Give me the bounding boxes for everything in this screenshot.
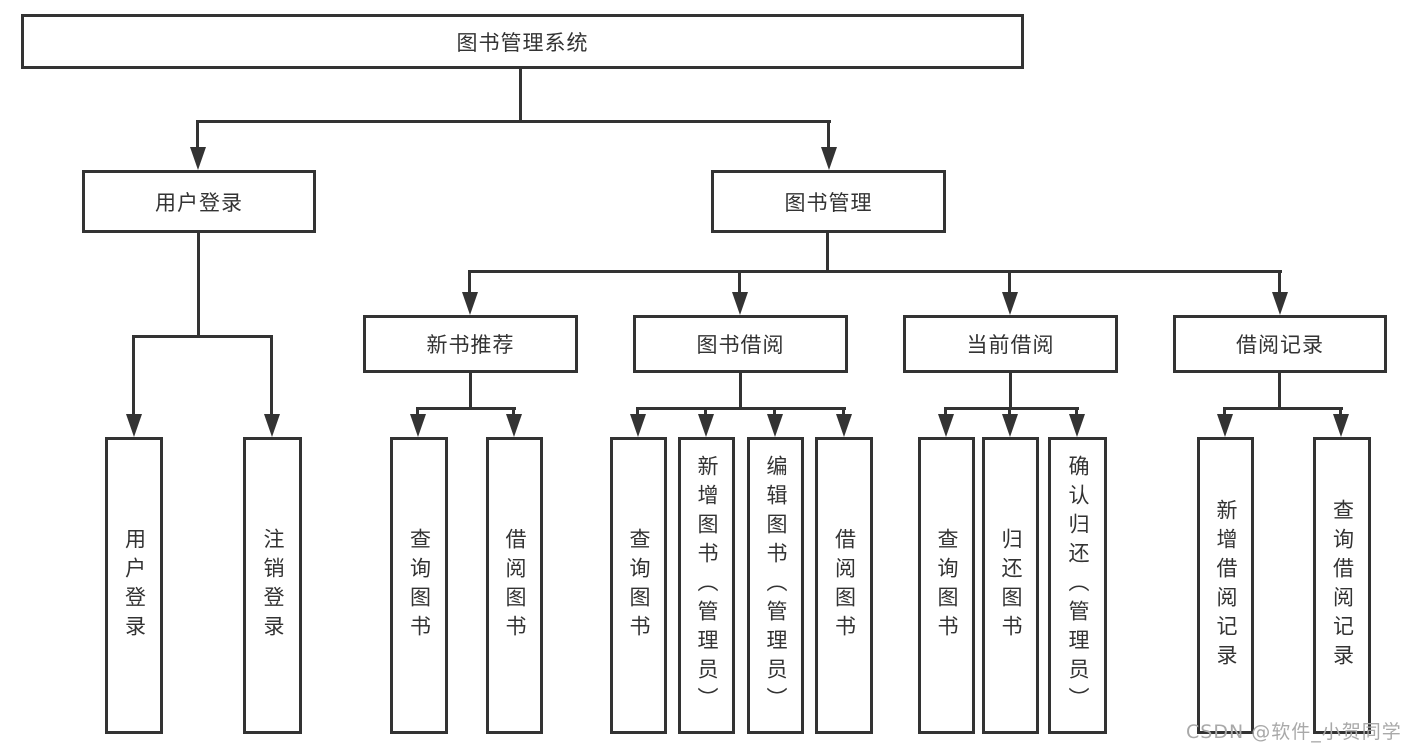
leaf-add-borrow-record: 新增借阅记录 bbox=[1197, 437, 1254, 734]
connector-recommend-stem bbox=[469, 372, 472, 408]
arrow-records-leaf-1 bbox=[1217, 414, 1233, 437]
connector-root-drop-right bbox=[827, 120, 830, 149]
node-user-login-label: 用户登录 bbox=[155, 190, 243, 215]
arrow-to-new-book-recommend bbox=[462, 292, 478, 315]
connector-bookmgmt-stem bbox=[826, 230, 829, 272]
leaf-borrow-books: 借阅图书 bbox=[815, 437, 873, 734]
connector-bookmgmt-bar bbox=[468, 270, 1282, 273]
arrow-records-leaf-2 bbox=[1333, 414, 1349, 437]
leaf-edit-books-admin-label: 编辑图书（管理员） bbox=[764, 455, 789, 716]
node-borrow-records: 借阅记录 bbox=[1173, 315, 1387, 373]
connector-recommend-bar bbox=[416, 407, 516, 410]
leaf-query-books-borrow-label: 查询图书 bbox=[627, 527, 652, 644]
leaf-confirm-return-admin-label: 确认归还（管理员） bbox=[1066, 455, 1091, 716]
connector-current-drop-1 bbox=[944, 407, 947, 417]
node-book-borrow: 图书借阅 bbox=[633, 315, 848, 373]
connector-records-stem bbox=[1278, 372, 1281, 408]
connector-user-bar bbox=[132, 335, 273, 338]
connector-records-bar bbox=[1223, 407, 1343, 410]
node-new-book-recommend-label: 新书推荐 bbox=[426, 333, 515, 357]
connector-current-bar bbox=[944, 407, 1079, 410]
connector-root-stem bbox=[519, 68, 522, 121]
arrow-recommend-leaf-1 bbox=[410, 414, 426, 437]
arrow-to-current-borrow bbox=[1002, 292, 1018, 315]
arrow-current-leaf-3 bbox=[1069, 414, 1085, 437]
arrow-borrow-leaf-1 bbox=[630, 414, 646, 437]
arrow-borrow-leaf-4 bbox=[836, 414, 852, 437]
leaf-logout-label: 注销登录 bbox=[261, 527, 286, 644]
leaf-return-books: 归还图书 bbox=[982, 437, 1039, 734]
arrow-borrow-leaf-3 bbox=[767, 414, 783, 437]
connector-user-stem bbox=[197, 230, 200, 337]
node-borrow-records-label: 借阅记录 bbox=[1236, 333, 1324, 357]
node-new-book-recommend: 新书推荐 bbox=[363, 315, 578, 373]
leaf-query-books-current: 查询图书 bbox=[918, 437, 975, 734]
leaf-borrow-books-label: 借阅图书 bbox=[832, 527, 857, 644]
connector-borrow-drop-1 bbox=[636, 407, 639, 417]
node-book-management: 图书管理 bbox=[711, 170, 946, 233]
connector-borrow-drop-4 bbox=[842, 407, 845, 417]
leaf-logout: 注销登录 bbox=[243, 437, 302, 734]
connector-borrow-drop-3 bbox=[773, 407, 776, 417]
arrow-current-leaf-2 bbox=[1002, 414, 1018, 437]
node-current-borrow-label: 当前借阅 bbox=[966, 333, 1055, 357]
leaf-query-borrow-record: 查询借阅记录 bbox=[1313, 437, 1371, 734]
arrow-recommend-leaf-2 bbox=[506, 414, 522, 437]
connector-borrow-stem bbox=[739, 372, 742, 408]
arrow-to-book-management bbox=[821, 147, 837, 170]
watermark: CSDN @软件_小贺同学 bbox=[1186, 721, 1402, 743]
leaf-add-borrow-record-label: 新增借阅记录 bbox=[1214, 498, 1239, 673]
leaf-borrow-books-recommend-label: 借阅图书 bbox=[503, 527, 528, 644]
leaf-add-books-admin-label: 新增图书（管理员） bbox=[695, 455, 720, 716]
connector-borrow-drop-2 bbox=[704, 407, 707, 417]
connector-bookmgmt-drop-3 bbox=[1008, 270, 1011, 295]
connector-current-stem bbox=[1009, 372, 1012, 408]
leaf-edit-books-admin: 编辑图书（管理员） bbox=[747, 437, 804, 734]
connector-current-drop-3 bbox=[1075, 407, 1078, 417]
leaf-query-borrow-record-label: 查询借阅记录 bbox=[1330, 498, 1355, 673]
leaf-user-login: 用户登录 bbox=[105, 437, 163, 734]
arrow-to-leaf-user-login bbox=[126, 414, 142, 437]
leaf-borrow-books-recommend: 借阅图书 bbox=[486, 437, 543, 734]
leaf-user-login-label: 用户登录 bbox=[122, 527, 147, 644]
connector-records-drop-1 bbox=[1223, 407, 1226, 417]
node-book-borrow-label: 图书借阅 bbox=[696, 333, 785, 357]
leaf-query-books-borrow: 查询图书 bbox=[610, 437, 667, 734]
arrow-to-book-borrow bbox=[732, 292, 748, 315]
arrow-current-leaf-1 bbox=[938, 414, 954, 437]
connector-bookmgmt-drop-2 bbox=[738, 270, 741, 295]
connector-recommend-drop-1 bbox=[416, 407, 419, 417]
connector-borrow-bar bbox=[636, 407, 846, 410]
node-user-login: 用户登录 bbox=[82, 170, 316, 233]
connector-records-drop-2 bbox=[1339, 407, 1342, 417]
connector-user-drop-1 bbox=[132, 335, 135, 417]
connector-current-drop-2 bbox=[1008, 407, 1011, 417]
leaf-return-books-label: 归还图书 bbox=[999, 527, 1024, 644]
leaf-query-books-current-label: 查询图书 bbox=[935, 527, 960, 644]
leaf-confirm-return-admin: 确认归还（管理员） bbox=[1048, 437, 1107, 734]
leaf-query-books-recommend: 查询图书 bbox=[390, 437, 448, 734]
arrow-to-leaf-logout bbox=[264, 414, 280, 437]
connector-bookmgmt-drop-4 bbox=[1278, 270, 1281, 295]
leaf-add-books-admin: 新增图书（管理员） bbox=[678, 437, 735, 734]
node-root-label: 图书管理系统 bbox=[456, 30, 589, 55]
connector-recommend-drop-2 bbox=[512, 407, 515, 417]
connector-bookmgmt-drop-1 bbox=[468, 270, 471, 295]
arrow-to-user-login bbox=[190, 147, 206, 170]
node-root: 图书管理系统 bbox=[21, 14, 1024, 69]
node-current-borrow: 当前借阅 bbox=[903, 315, 1118, 373]
leaf-query-books-recommend-label: 查询图书 bbox=[407, 527, 432, 644]
arrow-borrow-leaf-2 bbox=[698, 414, 714, 437]
connector-root-drop-left bbox=[196, 120, 199, 149]
connector-root-bar bbox=[197, 120, 831, 123]
arrow-to-borrow-records bbox=[1272, 292, 1288, 315]
node-book-management-label: 图书管理 bbox=[784, 190, 873, 215]
connector-user-drop-2 bbox=[270, 335, 273, 417]
